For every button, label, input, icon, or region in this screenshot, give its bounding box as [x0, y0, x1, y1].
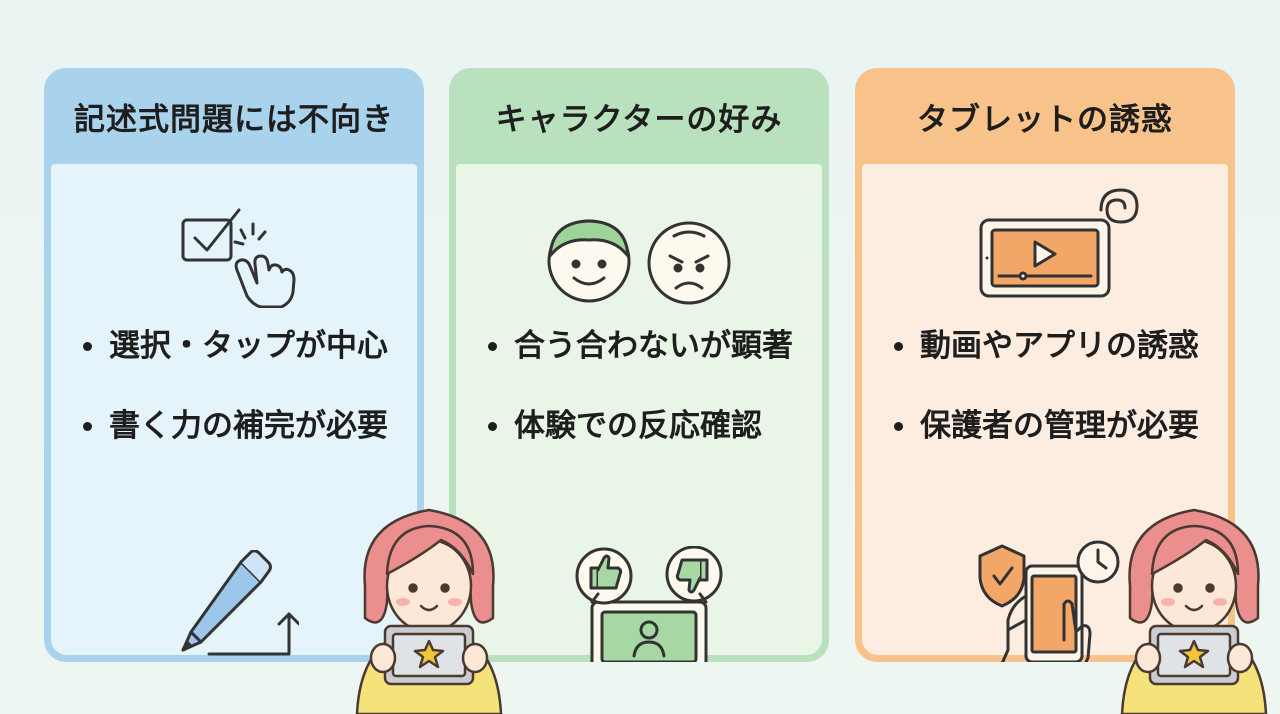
girl-with-tablet-left	[355, 508, 503, 714]
shield-clock-phone-icon	[978, 540, 1120, 662]
bullet-list: 選択・タップが中心 書く力の補完が必要	[79, 326, 388, 486]
happy-sad-faces-icon	[547, 219, 731, 305]
card-written-questions: 記述式問題には不向き 選択・タップが中心 書く力の補完が必要	[44, 68, 424, 662]
bullet-item: 保護者の管理が必要	[890, 406, 1199, 446]
bullet-item: 書く力の補完が必要	[79, 406, 388, 446]
checkbox-tap-icon	[181, 208, 296, 308]
card-title: タブレットの誘惑	[917, 101, 1173, 138]
card-title: キャラクターの好み	[495, 101, 783, 138]
bullet-item: 動画やアプリの誘惑	[890, 326, 1199, 366]
video-tablet-icon	[979, 188, 1139, 298]
card-tablet-temptation: タブレットの誘惑 動画やアプリの誘惑 保護者の管理が必要	[855, 68, 1235, 662]
bullet-list: 動画やアプリの誘惑 保護者の管理が必要	[890, 326, 1199, 486]
pencil-icon	[181, 550, 299, 656]
bullet-item: 合う合わないが顕著	[484, 326, 793, 366]
card-title: 記述式問題には不向き	[74, 101, 394, 138]
card-body: 合う合わないが顕著 体験での反応確認	[456, 164, 822, 662]
thumbs-tablet-icon	[575, 546, 723, 662]
girl-with-tablet-right	[1120, 508, 1268, 714]
bullet-item: 選択・タップが中心	[79, 326, 388, 366]
card-body: 動画やアプリの誘惑 保護者の管理が必要	[862, 164, 1228, 662]
bullet-item: 体験での反応確認	[484, 406, 793, 446]
card-body: 選択・タップが中心 書く力の補完が必要	[51, 164, 417, 656]
card-character-preference: キャラクターの好み 合う合わないが顕著 体験での反応確認	[449, 68, 829, 662]
bullet-list: 合う合わないが顕著 体験での反応確認	[484, 326, 793, 486]
